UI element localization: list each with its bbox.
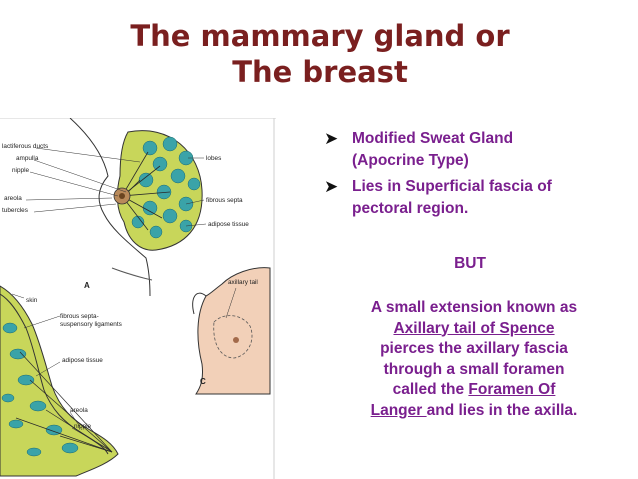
title-line-2: The breast: [232, 55, 408, 89]
label-adipose-a: adipose tissue: [208, 221, 249, 228]
label-adipose-b: adipose tissue: [62, 357, 103, 364]
bullet-1-line-1: Modified Sweat Gland: [352, 130, 514, 147]
label-lactiferous-ducts: lactiferous ducts: [2, 143, 48, 150]
arrow-bullet-icon: ➤: [324, 177, 339, 196]
para-line-5-b: Foramen Of: [468, 381, 556, 398]
label-lobes: lobes: [206, 155, 221, 162]
para-line-3: pierces the axillary fascia: [380, 340, 568, 357]
label-skin: skin: [26, 297, 38, 304]
para-line-5-a: called the: [392, 381, 469, 398]
but-text: BUT: [454, 255, 486, 272]
label-panel-a: A: [84, 281, 90, 290]
para-line-6-b: and lies in the axilla.: [426, 401, 578, 419]
bullet-2-line-1: Lies in Superficial fascia of: [352, 178, 552, 195]
para-line-6-a: Langer: [370, 401, 427, 419]
title-line-1: The mammary gland or: [130, 19, 510, 53]
label-ampulla: ampulla: [16, 155, 39, 162]
label-panel-c: C: [200, 377, 206, 386]
arrow-bullet-icon: ➤: [324, 129, 339, 148]
bullet-item: ➤ Modified Sweat Gland (Apocrine Type): [320, 128, 620, 172]
para-line-1: A small extension known as: [370, 299, 578, 316]
label-nipple-b: nipple: [74, 423, 92, 430]
breast-anatomy-figure: lactiferous ducts ampulla nipple areola …: [0, 118, 276, 479]
slide-title: The mammary gland or The breast: [110, 18, 530, 90]
label-areola-b: areola: [70, 407, 88, 414]
label-axillary-tail: axillary tail: [228, 279, 258, 286]
label-tubercles: tubercles: [2, 207, 28, 214]
bullet-item: ➤ Lies in Superficial fascia of pectoral…: [320, 176, 620, 220]
label-areola-a: areola: [4, 195, 22, 202]
anatomy-illustration: lactiferous ducts ampulla nipple areola …: [0, 118, 276, 479]
axillary-tail-paragraph: A small extension known as Axillary tail…: [336, 298, 612, 421]
para-line-4: through a small foramen: [383, 360, 565, 378]
para-line-2: Axillary tail of Spence: [393, 319, 555, 337]
label-nipple-a: nipple: [12, 167, 30, 174]
para-line-5: called the Foramen Of: [336, 380, 612, 401]
label-fibrous-septa-suspensory-1: fibrous septa-: [60, 313, 99, 320]
bullet-1-line-2: (Apocrine Type): [352, 152, 469, 169]
para-line-6: Langer and lies in the axilla.: [336, 401, 612, 422]
bullet-list: ➤ Modified Sweat Gland (Apocrine Type) ➤…: [320, 128, 620, 224]
label-fibrous-septa-suspensory-2: suspensory ligaments: [60, 321, 122, 328]
bullet-2-line-2: pectoral region.: [352, 200, 469, 217]
label-fibrous-septa: fibrous septa: [206, 197, 243, 204]
axilla-skin-c: [195, 267, 271, 395]
